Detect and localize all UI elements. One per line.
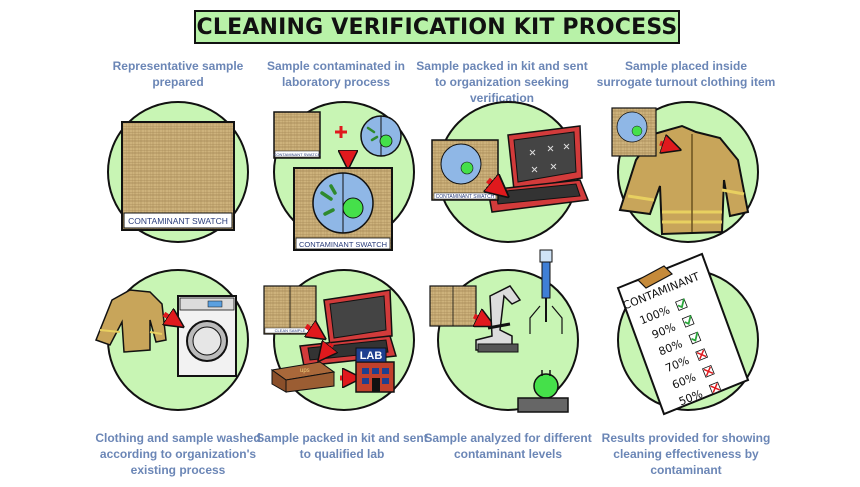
contamination-step-2: CONTAMINANT SWATCH CONTAMINANT SWATCH [273, 111, 402, 251]
kit-step-3: CONTAMINANT SWATCH [431, 125, 590, 213]
page-title: CLEANING VERIFICATION KIT PROCESS [194, 10, 680, 44]
analysis-step-7 [429, 249, 569, 413]
swatch-label: CONTAMINANT SWATCH [128, 216, 228, 226]
plus-icon [335, 126, 347, 138]
jacket-step-4 [611, 107, 750, 236]
step-8-caption: Results provided for showing cleaning ef… [601, 431, 771, 477]
svg-text:ups: ups [300, 368, 310, 374]
svg-text:CLEAN SAMPLE: CLEAN SAMPLE [275, 328, 306, 333]
step-7-caption: Sample analyzed for different contaminan… [424, 431, 592, 461]
step-2-caption: Sample contaminated in laboratory proces… [266, 59, 406, 89]
lab-sign: LAB [360, 350, 383, 362]
svg-text:CONTAMINANT SWATCH: CONTAMINANT SWATCH [436, 194, 495, 200]
step-4-caption: Sample placed inside surrogate turnout c… [596, 59, 776, 89]
svg-text:CONTAMINANT SWATCH: CONTAMINANT SWATCH [299, 240, 387, 249]
swatch-step-1: CONTAMINANT SWATCH [121, 121, 235, 231]
step-1-caption: Representative sample prepared [112, 59, 244, 89]
svg-text:CONTAMINANT SWATCH: CONTAMINANT SWATCH [274, 152, 321, 157]
step-6-caption: Sample packed in kit and sent to qualifi… [256, 431, 428, 461]
step-5-caption: Clothing and sample washed according to … [95, 431, 261, 477]
washer-step-5 [95, 289, 237, 377]
clipboard-step-8: CONTAMINANT 100% 90% 80% 70% 60% 50% [616, 252, 750, 416]
step-3-caption: Sample packed in kit and sent to organiz… [416, 59, 588, 105]
kit-to-lab-step-6: CLEAN SAMPLE ups LAB [263, 285, 397, 393]
